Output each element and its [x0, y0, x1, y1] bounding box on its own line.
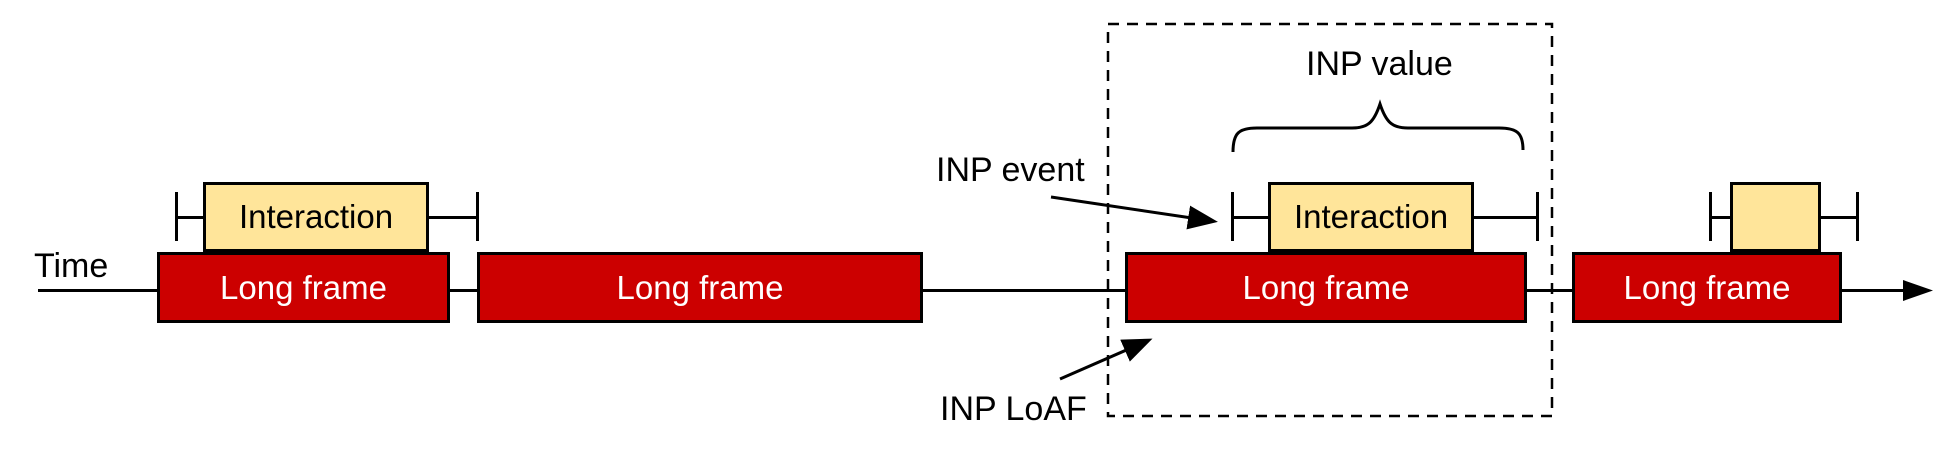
long-frame-box-1: Long frame	[157, 252, 450, 323]
interaction-1-left-whisker	[176, 216, 203, 219]
timeline-arrowhead-icon	[1903, 280, 1933, 301]
timeline-segment	[38, 289, 157, 292]
long-frame-box-2: Long frame	[477, 252, 923, 323]
interaction-label: Interaction	[1293, 198, 1449, 235]
long-frame-label: Long frame	[220, 268, 387, 306]
inp-event-arrow	[1050, 195, 1218, 230]
timeline-segment	[922, 289, 1127, 292]
interaction-2-right-whisker	[1473, 216, 1537, 219]
inp-value-label: INP value	[1306, 45, 1453, 83]
interaction-box-2-inp: Interaction	[1268, 182, 1474, 252]
interaction-3-right-whisker	[1820, 216, 1857, 219]
long-frame-label: Long frame	[1623, 268, 1791, 306]
interaction-1-right-whisker	[428, 216, 477, 219]
timeline-segment	[449, 289, 478, 292]
interaction-2-left-whisker	[1232, 216, 1268, 219]
interaction-3-right-tick	[1856, 192, 1859, 241]
inp-value-brace	[1231, 99, 1525, 153]
interaction-1-right-tick	[476, 192, 479, 241]
interaction-3-left-whisker	[1710, 216, 1730, 219]
long-frame-box-4: Long frame	[1572, 252, 1842, 323]
interaction-box-1: Interaction	[203, 182, 429, 252]
long-frame-box-3-inp-loaf: Long frame	[1125, 252, 1527, 323]
timeline-segment	[1526, 289, 1573, 292]
inp-loaf-label: INP LoAF	[940, 390, 1087, 428]
long-frame-label: Long frame	[616, 268, 784, 306]
timeline-segment	[1841, 289, 1907, 292]
time-axis-label: Time	[34, 247, 109, 285]
interaction-2-right-tick	[1536, 192, 1539, 241]
interaction-box-3	[1730, 182, 1821, 252]
inp-loaf-arrow	[1059, 338, 1153, 381]
long-frame-label: Long frame	[1242, 268, 1410, 306]
inp-event-label: INP event	[936, 151, 1085, 189]
interaction-label: Interaction	[238, 198, 394, 235]
